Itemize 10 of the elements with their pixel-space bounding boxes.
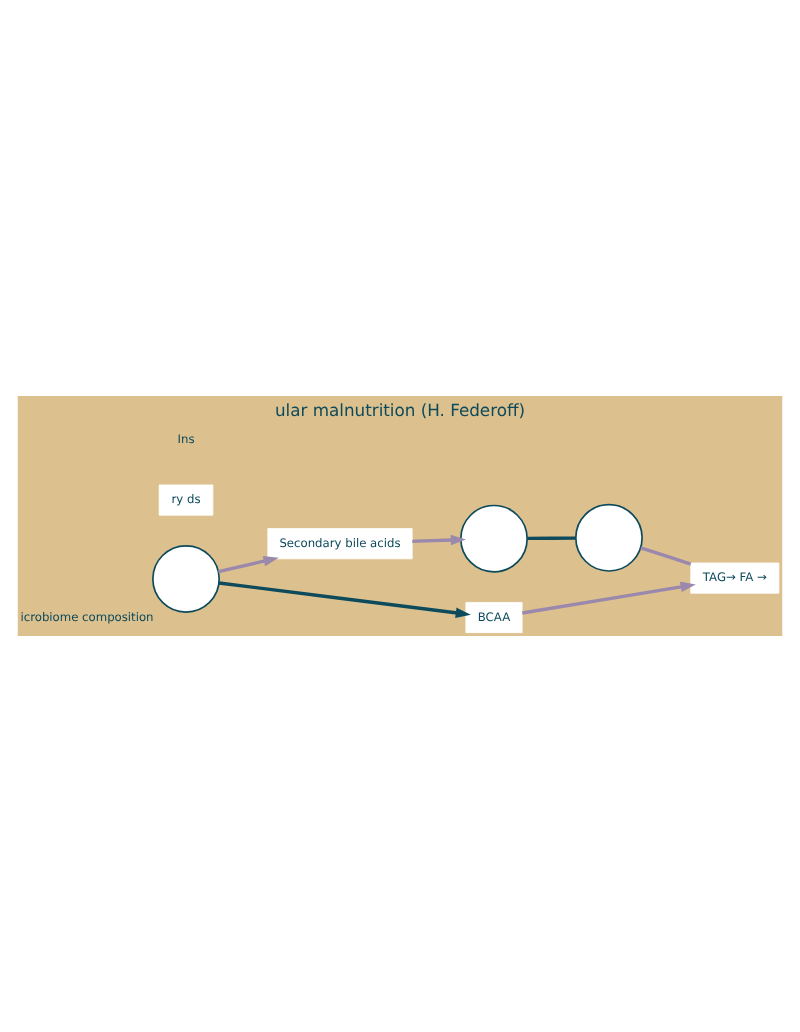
arrow (218, 555, 279, 574)
arrow (218, 581, 471, 619)
node-circle (460, 504, 528, 573)
arrow (412, 534, 466, 546)
diagram-title: ular malnutrition (H. Federoff) (274, 400, 526, 421)
connector (527, 536, 576, 541)
node-circle (574, 503, 643, 572)
node-circle (152, 544, 220, 613)
arrow (522, 581, 696, 615)
connector (640, 546, 692, 566)
